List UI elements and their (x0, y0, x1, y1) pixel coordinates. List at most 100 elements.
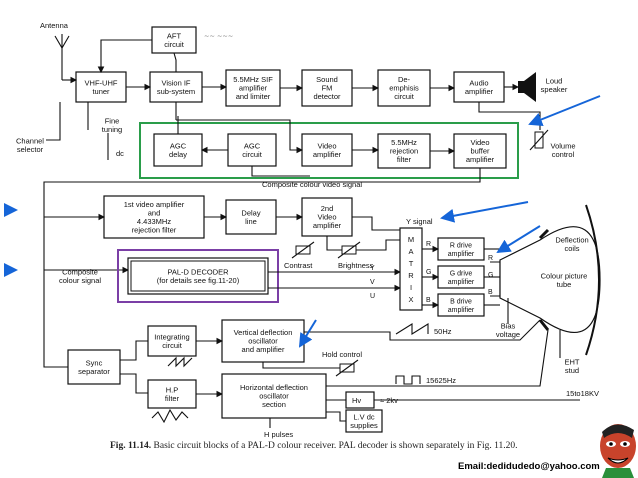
contrast-control-icon (291, 241, 315, 259)
text-line: amplifier (313, 150, 342, 159)
text-line: coils (564, 244, 579, 253)
text-line: amplifier (466, 155, 495, 164)
vertical-sawtooth-icon (395, 323, 429, 335)
text-line: Vision IF (161, 78, 190, 87)
agc-video-group-frame (139, 122, 519, 179)
text-line: amplifier (465, 87, 494, 96)
tube-gun-letters: RGB (488, 255, 493, 296)
text-line: PAL-D DECODER (167, 267, 229, 276)
tube-gun-letter: B (488, 289, 493, 296)
h-pulses-label: H pulses (264, 430, 293, 439)
text-line: amplifier (448, 251, 475, 258)
text-line: separator (78, 367, 110, 376)
blue-arrow-1 (528, 95, 601, 127)
text-line: filter (397, 155, 412, 164)
text-line: R drive (450, 242, 472, 249)
hold-control-label: Hold control (322, 350, 362, 359)
blue-arrow-3 (496, 225, 541, 254)
text-line: line (245, 217, 257, 226)
loudspeaker-icon (518, 72, 536, 102)
email-watermark: Email:dedidudedo@yahoo.com (458, 461, 600, 472)
matrix-letter: A (408, 247, 413, 256)
text-line: AGC (170, 141, 187, 150)
text-line: Colour picture (541, 271, 588, 280)
text-line: colour signal (59, 276, 101, 285)
square-wave-icon (395, 375, 421, 385)
text-line: oscillator (259, 392, 289, 401)
text-line: control (552, 150, 575, 159)
figure-caption: Fig. 11.14. Basic circuit blocks of a PA… (110, 441, 518, 451)
text-line: 4.433MHz (137, 217, 171, 226)
text-line: 5.5MHz (391, 138, 417, 147)
text-line: tuning (102, 125, 122, 134)
vision-if-block (149, 71, 203, 103)
text-line: G drive (450, 270, 473, 277)
matrix-input-y: Y (370, 265, 375, 272)
text-line: Delay (241, 208, 260, 217)
text-line: De- (398, 75, 411, 84)
text-line: Sync (86, 358, 103, 367)
text-line: tube (557, 280, 572, 289)
text-line: Deflection (555, 235, 588, 244)
text-line: Video (317, 213, 336, 222)
text-line: Fine (105, 116, 120, 125)
text-line: 1st video amplifier (124, 200, 185, 209)
agc-delay-block (153, 133, 203, 167)
text-line: Loud (546, 76, 563, 85)
agc-signal-lines (43, 116, 481, 334)
de-emphasis-block (377, 69, 431, 107)
text-line: voltage (496, 330, 520, 339)
colour-picture-tube-icon (490, 204, 601, 356)
text-line: buffer (470, 147, 490, 156)
text-line: EHT (565, 357, 580, 366)
text-line: VHF-UHF (85, 78, 118, 87)
text-line: circuit (164, 40, 185, 49)
volume-control-icon (529, 129, 549, 151)
avatar-caricature (600, 424, 636, 478)
antenna-icon (54, 34, 70, 80)
text-line: 2nd (321, 204, 334, 213)
text-line: L.V dc (353, 412, 375, 421)
dc-label: dc (116, 149, 124, 158)
text-line: circuit (162, 341, 183, 350)
video-buffer-block (453, 133, 507, 169)
figure-caption-text: Basic circuit blocks of a PAL-D colour r… (153, 441, 518, 451)
text-line: circuit (242, 150, 263, 159)
text-line: FM (322, 84, 333, 93)
text-line: Bias (501, 321, 516, 330)
kv-range-label: 15to18KV (566, 389, 599, 398)
text-line: oscillator (248, 337, 278, 346)
text-line: amplifier (313, 221, 342, 230)
freq-15625hz-label: 15625Hz (426, 376, 456, 385)
text-line: supplies (350, 421, 378, 430)
annotation-arrows (4, 95, 601, 348)
drive-amplifier-label: R drive amplifier (448, 242, 475, 258)
second-video-amplifier-block (301, 197, 353, 237)
text-line: AFT (167, 31, 182, 40)
text-line: speaker (541, 85, 568, 94)
text-line: amplifier (448, 307, 475, 314)
text-line: emphisis (389, 84, 419, 93)
pal-decoder-label: PAL-D DECODER(for details see fig.11-20) (157, 267, 240, 285)
text-line: circuit (394, 92, 415, 101)
text-line: AGC (244, 141, 261, 150)
text-line: B drive (450, 298, 472, 305)
composite-video-signal-label: Composite colour video signal (262, 180, 362, 189)
text-line: amplifier (239, 84, 268, 93)
